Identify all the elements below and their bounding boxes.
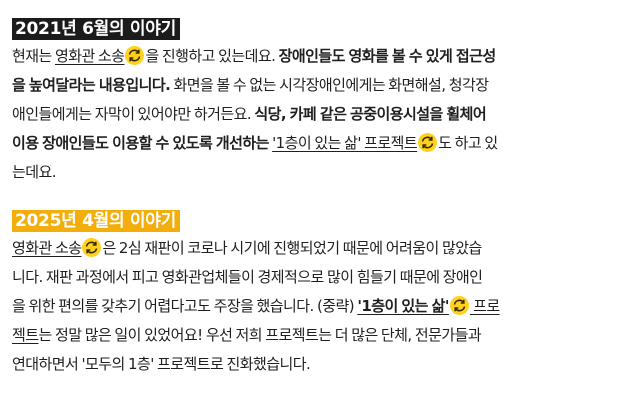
story-section-2025: 2025년 4월의 이야기 영화관 소송 은 2심 재판이 코로나 시기에 진행되… bbox=[12, 210, 618, 379]
first-floor-project-link-continued[interactable]: 젝트 bbox=[12, 326, 39, 344]
first-floor-project-link[interactable]: '1층이 있는 삶' 프로 bbox=[357, 296, 500, 315]
section-heading-2025: 2025년 4월의 이야기 bbox=[12, 210, 180, 232]
text-line: 현재는 영화관 소송 을 진행하고 있는데요. 장애인들도 영화를 볼 수 있게 … bbox=[12, 42, 618, 71]
section-heading-2021: 2021년 6월의 이야기 bbox=[12, 18, 180, 40]
cinema-lawsuit-link[interactable]: 영화관 소송 bbox=[12, 238, 102, 257]
refresh-emoji-icon bbox=[418, 133, 438, 152]
refresh-emoji-icon bbox=[125, 46, 145, 65]
link-text: 프로 bbox=[469, 297, 500, 315]
story-section-2021: 2021년 6월의 이야기 현재는 영화관 소송 을 진행하고 있는데요. 장애인… bbox=[12, 18, 618, 187]
text-line: 을 위한 편의를 갖추기 어렵다고도 주장을 했습니다. (중략) '1층이 있… bbox=[12, 292, 618, 321]
text-segment: 현재는 bbox=[12, 47, 55, 65]
text-line: 이용 장애인들도 이용할 수 있도록 개선하는 '1층이 있는 삶' 프로젝트 도… bbox=[12, 129, 618, 158]
text-line: 연대하면서 '모두의 1층' 프로젝트로 진화했습니다. bbox=[12, 350, 618, 379]
text-segment: 는데요. bbox=[12, 163, 57, 181]
text-segment: 을 위한 편의를 갖추기 어렵다고도 주장을 했습니다. (중략) bbox=[12, 297, 358, 315]
cinema-lawsuit-link[interactable]: 영화관 소송 bbox=[54, 46, 145, 65]
bold-text: 식당, 카페 같은 공중이용시설을 휠체어 bbox=[254, 105, 487, 123]
text-line: 애인들에게는 자막이 있어야만 하거든요. 식당, 카페 같은 공중이용시설을 … bbox=[12, 100, 618, 129]
text-segment: 을 진행하고 있는데요. bbox=[145, 47, 279, 65]
refresh-emoji-icon bbox=[449, 296, 469, 315]
text-line: 영화관 소송 은 2심 재판이 코로나 시기에 진행되었기 때문에 어려움이 많았… bbox=[12, 234, 618, 263]
text-segment: 애인들에게는 자막이 있어야만 하거든요. bbox=[12, 105, 255, 123]
text-line: 을 높여달라는 내용입니다. 화면을 볼 수 없는 시각장애인에게는 화면해설,… bbox=[12, 71, 618, 100]
text-segment: 도 하고 있 bbox=[438, 134, 498, 152]
text-line: 는데요. bbox=[12, 158, 618, 187]
bold-text: 장애인들도 영화를 볼 수 있게 접근성 bbox=[278, 47, 497, 65]
text-segment: 은 2심 재판이 코로나 시기에 진행되었기 때문에 어려움이 많았습 bbox=[102, 239, 482, 257]
text-line: 젝트는 정말 많은 일이 있었어요! 우선 저희 프로젝트는 더 많은 단체, … bbox=[12, 321, 618, 350]
text-segment: 니다. 재판 과정에서 피고 영화관업체들이 경제적으로 많이 힘들기 때문에 … bbox=[12, 268, 483, 286]
text-segment: 연대하면서 '모두의 1층' 프로젝트로 진화했습니다. bbox=[12, 355, 311, 373]
link-text: '1층이 있는 삶' 프로젝트 bbox=[272, 134, 418, 152]
link-text: 영화관 소송 bbox=[54, 47, 125, 65]
bold-text: 이용 장애인들도 이용할 수 있도록 개선하는 bbox=[12, 134, 269, 152]
story-paragraph-2021: 현재는 영화관 소송 을 진행하고 있는데요. 장애인들도 영화를 볼 수 있게 … bbox=[12, 42, 618, 187]
bold-text: 을 높여달라는 내용입니다. bbox=[12, 76, 171, 94]
story-paragraph-2025: 영화관 소송 은 2심 재판이 코로나 시기에 진행되었기 때문에 어려움이 많았… bbox=[12, 234, 618, 379]
text-segment: 는 정말 많은 일이 있었어요! 우선 저희 프로젝트는 더 많은 단체, 전문… bbox=[38, 326, 482, 344]
text-segment: 화면을 볼 수 없는 시각장애인에게는 화면해설, 청각장 bbox=[170, 76, 489, 94]
link-text: 영화관 소송 bbox=[12, 239, 82, 257]
text-line: 니다. 재판 과정에서 피고 영화관업체들이 경제적으로 많이 힘들기 때문에 … bbox=[12, 263, 618, 292]
refresh-emoji-icon bbox=[82, 238, 102, 257]
link-text-bold: '1층이 있는 삶' bbox=[357, 297, 449, 315]
first-floor-project-link[interactable]: '1층이 있는 삶' 프로젝트 bbox=[272, 133, 438, 152]
